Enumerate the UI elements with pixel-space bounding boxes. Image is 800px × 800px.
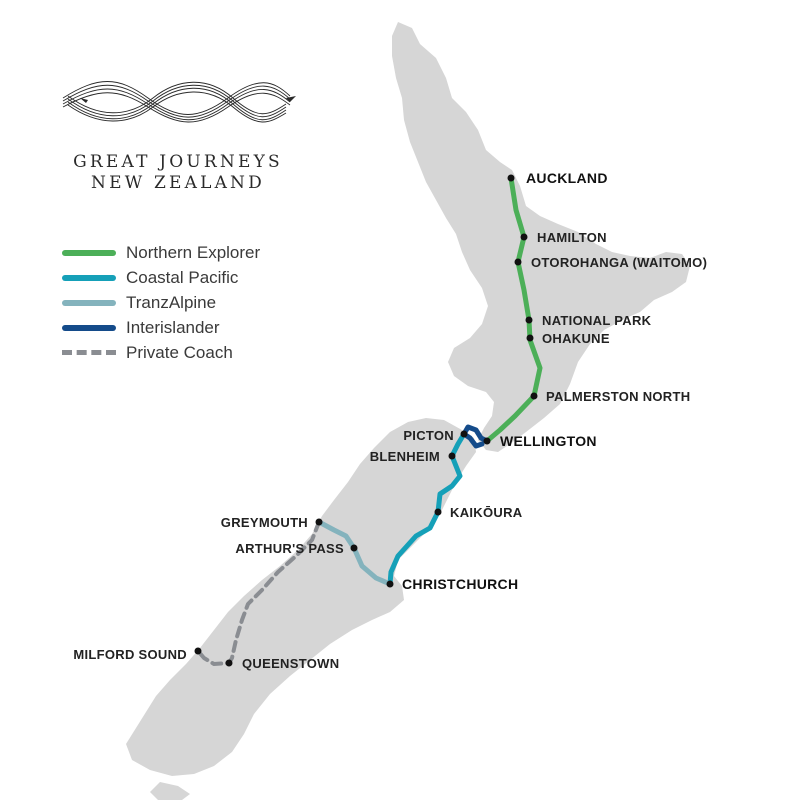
label-christchurch: CHRISTCHURCH xyxy=(402,576,518,592)
label-auckland: AUCKLAND xyxy=(526,170,608,186)
legend-label: Private Coach xyxy=(126,342,233,362)
dot-palmerston-north xyxy=(530,392,538,400)
label-palmerston-north: PALMERSTON NORTH xyxy=(546,389,690,404)
dot-queenstown xyxy=(225,659,233,667)
legend-swatch-northern-explorer xyxy=(62,249,116,256)
label-hamilton: HAMILTON xyxy=(537,230,607,245)
dot-milford-sound xyxy=(194,647,202,655)
route-private-coach xyxy=(196,520,321,666)
south-island xyxy=(126,418,476,776)
dot-blenheim xyxy=(448,452,456,460)
legend-label: Northern Explorer xyxy=(126,242,261,262)
label-milford-sound: MILFORD SOUND xyxy=(73,647,187,662)
north-island xyxy=(392,22,690,452)
legend-swatch-private-coach xyxy=(62,350,116,355)
dot-picton xyxy=(460,430,468,438)
label-picton: PICTON xyxy=(403,428,454,443)
route-interislander xyxy=(461,424,490,449)
label-blenheim: BLENHEIM xyxy=(370,449,440,464)
dot-kaikoura xyxy=(434,508,442,516)
route-northern-explorer xyxy=(484,175,543,444)
station-dots xyxy=(194,174,538,667)
legend-item-private-coach: Private Coach xyxy=(62,340,260,365)
legend-label: Interislander xyxy=(126,317,220,337)
legend-item-northern-explorer: Northern Explorer xyxy=(62,240,260,265)
legend-swatch-tranzalpine xyxy=(62,299,116,306)
legend-label: TranzAlpine xyxy=(126,292,217,312)
legend-item-coastal-pacific: Coastal Pacific xyxy=(62,265,260,290)
label-greymouth: GREYMOUTH xyxy=(221,515,308,530)
brand-line-1: GREAT JOURNEYS xyxy=(73,152,283,172)
label-national-park: NATIONAL PARK xyxy=(542,313,652,328)
legend: Northern Explorer Coastal Pacific TranzA… xyxy=(62,240,260,365)
label-ohakune: OHAKUNE xyxy=(542,331,610,346)
dot-greymouth xyxy=(315,518,323,526)
dot-otorohanga xyxy=(514,258,522,266)
label-kaikoura: KAIKŌURA xyxy=(450,505,523,520)
label-queenstown: QUEENSTOWN xyxy=(242,656,339,671)
legend-item-tranzalpine: TranzAlpine xyxy=(62,290,260,315)
label-otorohanga: OTOROHANGA (WAITOMO) xyxy=(531,255,707,270)
legend-item-interislander: Interislander xyxy=(62,315,260,340)
brand-logo xyxy=(62,81,296,123)
legend-label: Coastal Pacific xyxy=(126,267,239,287)
brand-line-2: NEW ZEALAND xyxy=(91,173,265,193)
dot-hamilton xyxy=(520,233,528,241)
dot-christchurch xyxy=(386,580,394,588)
label-arthurs-pass: ARTHUR'S PASS xyxy=(235,541,344,556)
legend-swatch-coastal-pacific xyxy=(62,274,116,281)
label-wellington: WELLINGTON xyxy=(500,433,597,449)
dot-national-park xyxy=(525,316,533,324)
brand-block: GREAT JOURNEYS NEW ZEALAND xyxy=(58,68,298,194)
dot-wellington xyxy=(483,437,491,445)
dot-ohakune xyxy=(526,334,534,342)
dot-arthurs-pass xyxy=(350,544,358,552)
legend-swatch-interislander xyxy=(62,324,116,331)
dot-auckland xyxy=(507,174,515,182)
stewart-island xyxy=(150,782,190,800)
